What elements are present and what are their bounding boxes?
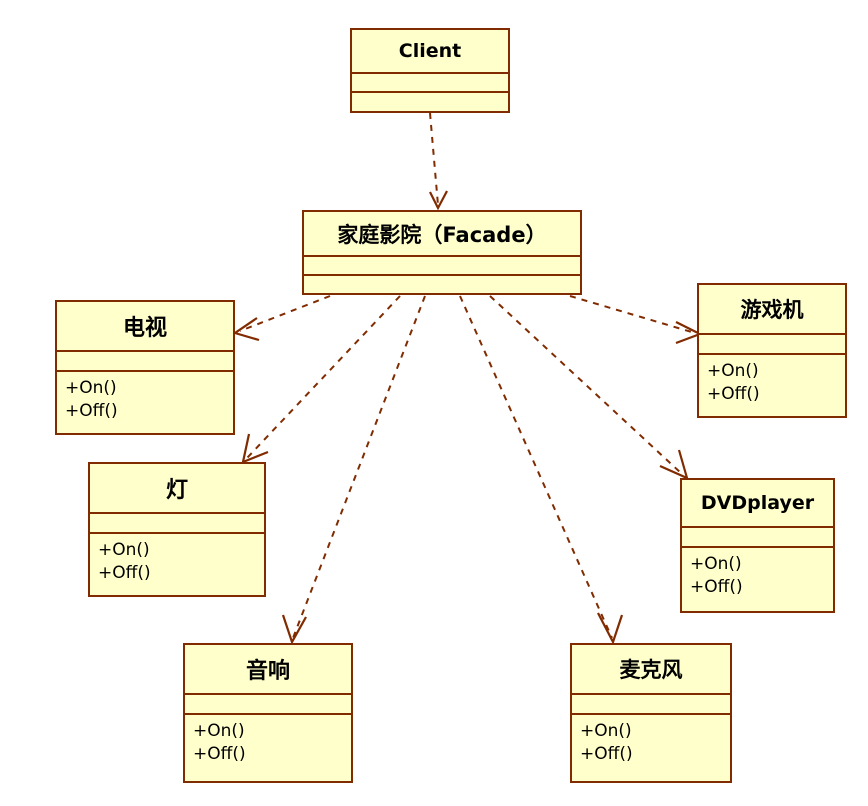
operation-on: +On() xyxy=(690,554,742,574)
class-operations-client xyxy=(352,93,508,111)
edge-facade-to-light xyxy=(241,295,401,464)
operation-off: +Off() xyxy=(98,562,151,583)
edge-facade-to-dvd xyxy=(489,295,689,480)
class-box-speaker[interactable]: 音响 +On() +Off() xyxy=(183,643,353,783)
operation-off: +Off() xyxy=(690,576,743,597)
operation-off: +Off() xyxy=(707,383,760,404)
edge-client-to-facade xyxy=(429,112,448,211)
class-attributes-microphone xyxy=(572,695,730,715)
class-attributes-light xyxy=(90,514,264,534)
class-attributes-facade xyxy=(304,257,580,276)
class-attributes-tv xyxy=(57,352,233,372)
operation-off: +Off() xyxy=(580,743,633,764)
operation-off: +Off() xyxy=(65,400,118,421)
class-box-tv[interactable]: 电视 +On() +Off() xyxy=(55,300,235,435)
class-operations-microphone: +On() +Off() xyxy=(572,715,730,781)
operation-on: +On() xyxy=(193,721,245,741)
class-name-dvdplayer: DVDplayer xyxy=(682,480,833,528)
class-operations-speaker: +On() +Off() xyxy=(185,715,351,781)
class-name-game-console: 游戏机 xyxy=(699,285,845,335)
class-name-light: 灯 xyxy=(90,464,264,514)
class-operations-light: +On() +Off() xyxy=(90,534,264,595)
edge-facade-to-tv xyxy=(232,295,331,342)
class-name-client: Client xyxy=(352,30,508,74)
class-box-game-console[interactable]: 游戏机 +On() +Off() xyxy=(697,283,847,418)
edge-facade-to-console xyxy=(569,295,703,345)
operation-off: +Off() xyxy=(193,743,246,764)
edge-facade-to-speaker xyxy=(281,295,426,645)
class-box-client[interactable]: Client xyxy=(350,28,510,113)
operation-on: +On() xyxy=(707,361,759,381)
class-name-speaker: 音响 xyxy=(185,645,351,695)
operation-on: +On() xyxy=(98,540,150,560)
class-attributes-client xyxy=(352,74,508,93)
class-box-facade[interactable]: 家庭影院（Facade） xyxy=(302,210,582,295)
edge-facade-to-mic xyxy=(459,295,624,645)
class-attributes-speaker xyxy=(185,695,351,715)
class-name-microphone: 麦克风 xyxy=(572,645,730,695)
class-name-facade: 家庭影院（Facade） xyxy=(304,212,580,257)
class-operations-tv: +On() +Off() xyxy=(57,372,233,433)
class-box-microphone[interactable]: 麦克风 +On() +Off() xyxy=(570,643,732,783)
class-box-dvdplayer[interactable]: DVDplayer +On() +Off() xyxy=(680,478,835,613)
class-attributes-game-console xyxy=(699,335,845,355)
class-box-light[interactable]: 灯 +On() +Off() xyxy=(88,462,266,597)
class-name-tv: 电视 xyxy=(57,302,233,352)
class-operations-facade xyxy=(304,276,580,293)
class-operations-game-console: +On() +Off() xyxy=(699,355,845,416)
class-operations-dvdplayer: +On() +Off() xyxy=(682,548,833,611)
operation-on: +On() xyxy=(65,378,117,398)
class-attributes-dvdplayer xyxy=(682,528,833,548)
operation-on: +On() xyxy=(580,721,632,741)
